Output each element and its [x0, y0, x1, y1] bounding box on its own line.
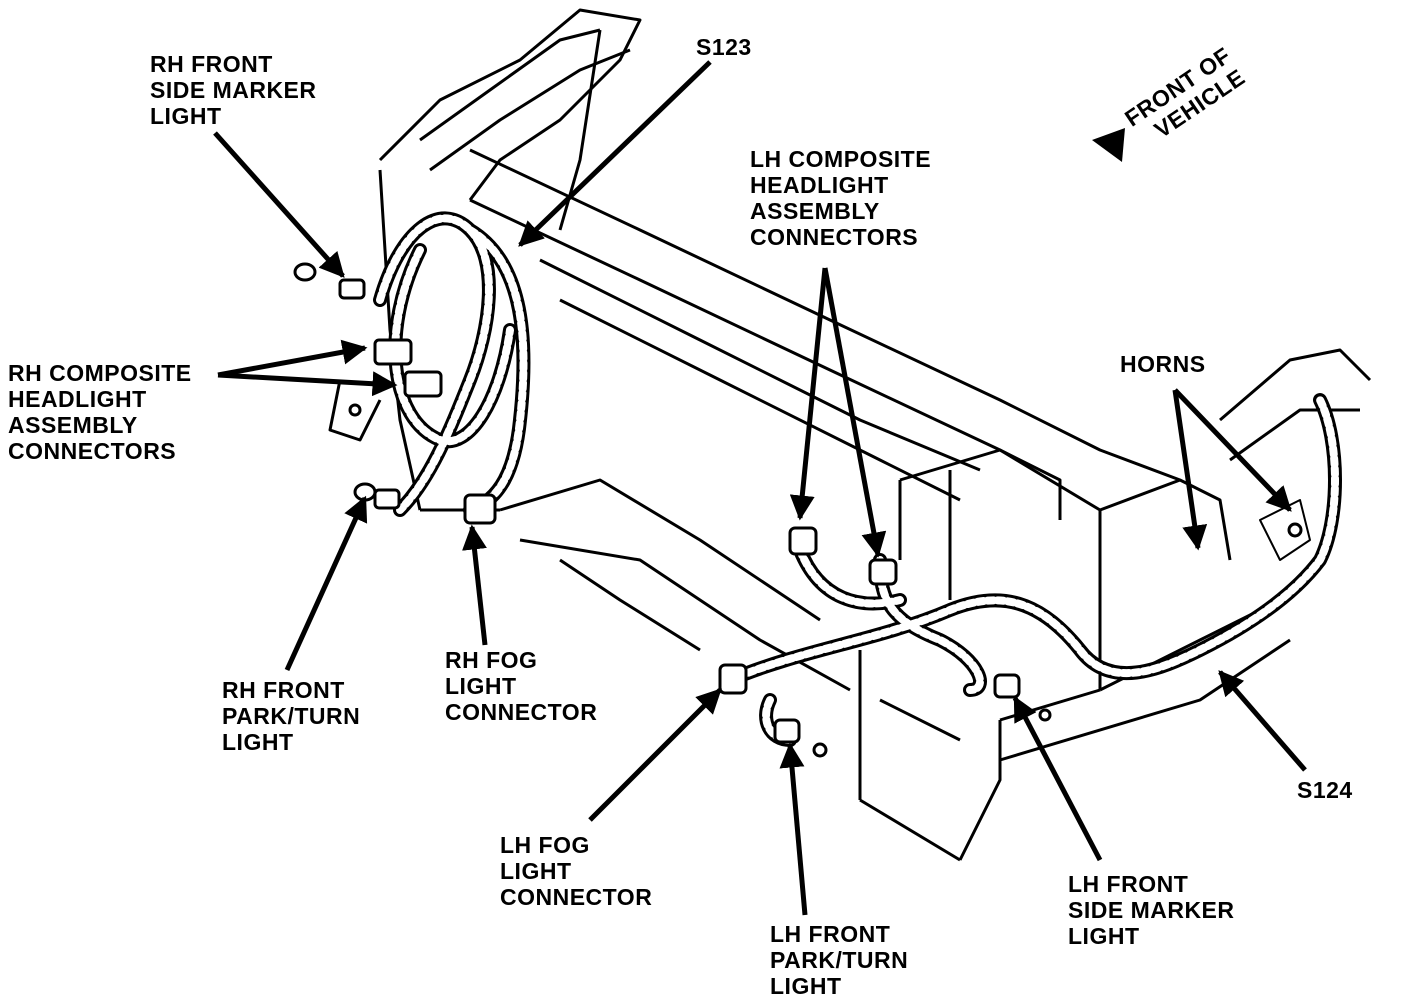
label-line: HEADLIGHT: [8, 386, 147, 412]
rh-front-park-turn-light-label: RH FRONT PARK/TURN LIGHT: [222, 677, 360, 755]
label-line: PARK/TURN: [222, 703, 361, 729]
label-line: RH FRONT: [150, 51, 273, 77]
lh-composite-headlight-connectors-label: LH COMPOSITE HEADLIGHT ASSEMBLY CONNECTO…: [750, 146, 931, 250]
label-line: CONNECTORS: [750, 224, 919, 250]
connectors: [293, 262, 1021, 744]
label-line: LIGHT: [1068, 923, 1140, 949]
s124-label: S124: [1297, 777, 1353, 803]
label-line: SIDE MARKER: [150, 77, 317, 103]
label-line: LH FRONT: [1068, 871, 1189, 897]
s123-label: S123: [696, 34, 752, 60]
rh-front-side-marker-light-label: RH FRONT SIDE MARKER LIGHT: [150, 51, 317, 129]
label-line: RH FRONT: [222, 677, 345, 703]
label-line: LIGHT: [500, 858, 572, 884]
label-line: LIGHT: [150, 103, 222, 129]
label-line: RH FOG: [445, 647, 538, 673]
label-line: RH COMPOSITE: [8, 360, 192, 386]
label-line: CONNECTOR: [500, 884, 653, 910]
label-line: LH COMPOSITE: [750, 146, 932, 172]
label-line: ASSEMBLY: [750, 198, 880, 224]
label-line: HEADLIGHT: [750, 172, 889, 198]
label-line: HORNS: [1120, 351, 1206, 377]
label-line: PARK/TURN: [770, 947, 909, 973]
rh-fog-light-connector-label: RH FOG LIGHT CONNECTOR: [445, 647, 597, 725]
label-line: LH FRONT: [770, 921, 891, 947]
vehicle-body-structure: [328, 8, 1372, 862]
horns-label: HORNS: [1120, 351, 1206, 377]
label-line: CONNECTORS: [8, 438, 177, 464]
front-of-vehicle-arrow: [1092, 128, 1125, 162]
label-line: ASSEMBLY: [8, 412, 138, 438]
label-line: SIDE MARKER: [1068, 897, 1235, 923]
label-line: CONNECTOR: [445, 699, 598, 725]
label-line: LIGHT: [770, 973, 842, 999]
label-line: LIGHT: [222, 729, 294, 755]
lh-front-park-turn-light-label: LH FRONT PARK/TURN LIGHT: [770, 921, 908, 999]
label-line: S123: [696, 34, 752, 60]
label-line: LIGHT: [445, 673, 517, 699]
leader-arrows: [213, 60, 1307, 916]
lh-fog-light-connector-label: LH FOG LIGHT CONNECTOR: [500, 832, 652, 910]
lh-front-side-marker-light-label: LH FRONT SIDE MARKER LIGHT: [1068, 871, 1235, 949]
rh-composite-headlight-connectors-label: RH COMPOSITE HEADLIGHT ASSEMBLY CONNECTO…: [8, 360, 192, 464]
label-line: LH FOG: [500, 832, 590, 858]
label-line: S124: [1297, 777, 1353, 803]
wiring-harness: [373, 211, 1342, 747]
